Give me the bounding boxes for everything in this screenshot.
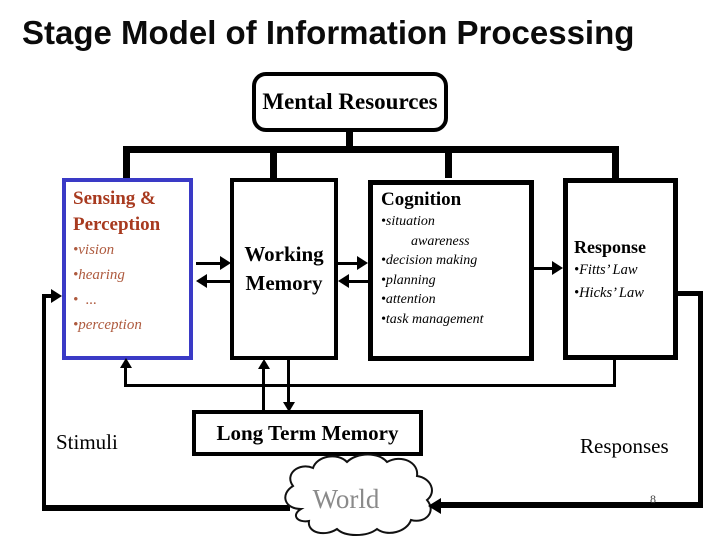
- arrow-wm-to-sensing-head: [196, 274, 207, 288]
- connector-feedback-riser-sensing: [124, 367, 127, 385]
- working-memory-box: Working Memory: [230, 178, 338, 360]
- slide-title: Stage Model of Information Processing: [22, 14, 635, 51]
- response-box: Response •Fitts’ Law •Hicks’ Law: [563, 178, 678, 360]
- mental-resources-box: Mental Resources: [252, 72, 448, 132]
- connector-response-right-stub: [678, 291, 703, 296]
- arrow-cognition-to-wm-head: [338, 274, 349, 288]
- connector-stimuli-stub: [42, 294, 54, 298]
- mental-resources-label: Mental Resources: [262, 89, 438, 114]
- arrow-stimuli-into-sensing-head: [51, 289, 62, 303]
- arrow-cognition-to-response-head: [552, 261, 563, 275]
- arrow-wm-to-cognition-line: [338, 262, 360, 265]
- sensing-item-perception: •perception: [73, 317, 142, 333]
- connector-drop-cognition: [445, 150, 452, 178]
- connector-drop-response: [612, 150, 619, 178]
- page-number: 8: [650, 492, 656, 506]
- connector-tree-horizontal: [123, 146, 619, 153]
- arrow-wm-to-ltm-head: [283, 402, 295, 412]
- cognition-item-awareness: awareness: [411, 233, 470, 249]
- cognition-heading: Cognition: [381, 189, 462, 210]
- arrow-ltm-to-wm-head: [258, 359, 270, 369]
- connector-drop-sensing: [123, 150, 130, 178]
- cognition-item-situation: •situation: [381, 214, 435, 229]
- connector-feedback-horizontal: [124, 384, 616, 387]
- arrow-sensing-to-wm-head: [220, 256, 231, 270]
- world-cloud: [284, 453, 433, 536]
- sensing-item-vision: •vision: [73, 242, 115, 258]
- sensing-perception-box: Sensing & Perception •vision •hearing • …: [62, 178, 193, 360]
- connector-response-vertical: [698, 291, 703, 508]
- arrow-wm-to-sensing-line: [204, 280, 230, 283]
- sensing-item-ellipsis: • ...: [73, 292, 98, 308]
- responses-label: Responses: [580, 434, 669, 458]
- arrow-wm-to-cognition-head: [357, 256, 368, 270]
- cognition-item-task-management: •task management: [381, 311, 484, 327]
- arrow-into-world-head: [428, 498, 441, 514]
- working-memory-label: Working Memory: [244, 242, 324, 295]
- sensing-item-hearing: •hearing: [73, 267, 125, 283]
- connector-drop-working-memory: [270, 150, 277, 178]
- connector-response-bottom-drop: [613, 360, 616, 386]
- stimuli-label: Stimuli: [56, 430, 118, 454]
- cognition-box: Cognition •situation awareness •decision…: [368, 180, 534, 361]
- arrow-feedback-into-sensing-head: [120, 358, 132, 368]
- arrow-sensing-to-wm-line: [196, 262, 222, 265]
- response-item-hicks-law: •Hicks’ Law: [574, 285, 644, 301]
- arrow-cognition-to-response-line: [534, 267, 554, 270]
- arrow-cognition-to-wm-line: [346, 280, 368, 283]
- connector-stimuli-bottom: [42, 505, 290, 511]
- response-heading: Response: [574, 237, 647, 257]
- connector-mental-riser: [346, 130, 353, 148]
- arrow-wm-to-ltm-line: [287, 360, 290, 404]
- response-item-fitts-law: •Fitts’ Law: [574, 262, 638, 278]
- cognition-item-attention: •attention: [381, 292, 436, 307]
- arrow-ltm-to-wm-line: [262, 368, 265, 412]
- cognition-item-decision-making: •decision making: [381, 253, 478, 268]
- sensing-heading: Sensing & Perception: [73, 188, 161, 235]
- connector-stimuli-vertical: [42, 294, 46, 511]
- long-term-memory-label: Long Term Memory: [216, 420, 399, 445]
- long-term-memory-box: Long Term Memory: [192, 410, 423, 456]
- cognition-item-planning: •planning: [381, 272, 436, 288]
- connector-response-bottom: [436, 502, 703, 508]
- world-label: World: [312, 484, 380, 514]
